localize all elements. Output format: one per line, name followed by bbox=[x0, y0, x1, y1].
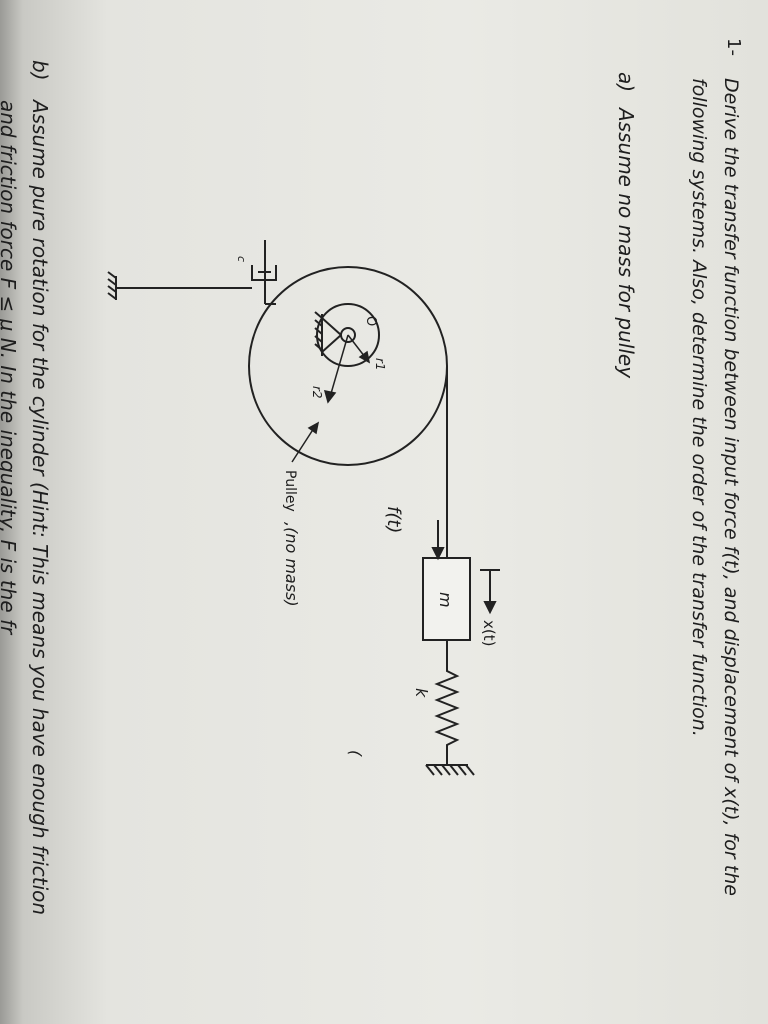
pulley-center-label: O bbox=[363, 316, 378, 326]
pulley-annotation: ,(no mass) bbox=[282, 522, 301, 607]
displacement-arrow bbox=[480, 569, 500, 615]
radius-r2-label: r2 bbox=[310, 386, 324, 399]
pivot-support bbox=[314, 311, 342, 356]
spring bbox=[434, 640, 460, 765]
ground-right-wall bbox=[425, 764, 475, 776]
pulley-outer bbox=[248, 266, 448, 466]
damper bbox=[251, 240, 277, 281]
damper-label: c bbox=[235, 256, 248, 262]
pulley-inner bbox=[316, 303, 380, 367]
radius-r1-arrow bbox=[347, 334, 371, 364]
pulley-label: Pulley bbox=[282, 470, 298, 512]
radius-r2-arrow bbox=[323, 334, 349, 404]
spring-label: k bbox=[412, 688, 431, 698]
force-label: f(t) bbox=[383, 506, 404, 533]
displacement-label: x(t) bbox=[480, 620, 498, 646]
mass-label: m bbox=[436, 592, 455, 608]
pulley-label-arrow bbox=[291, 421, 320, 463]
radius-r1-label: r1 bbox=[373, 358, 387, 371]
ground-damper bbox=[107, 271, 117, 300]
force-arrow bbox=[431, 520, 445, 561]
stray-mark: ( bbox=[346, 750, 365, 757]
